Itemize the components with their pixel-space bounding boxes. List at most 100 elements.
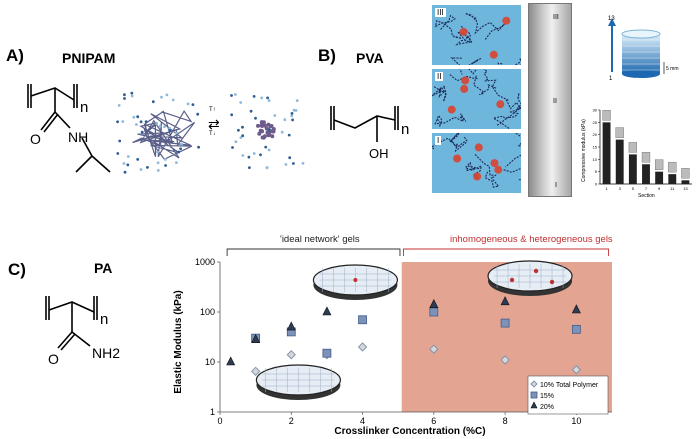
point-20pct bbox=[322, 306, 332, 316]
bracket-left-label: 'ideal network' gels bbox=[280, 234, 360, 245]
y-tick-label: 1000 bbox=[195, 257, 215, 267]
inset-ytick-label: 20 bbox=[593, 132, 598, 137]
inset-bar bbox=[655, 171, 664, 184]
t-up-label: T↑ bbox=[209, 107, 216, 113]
panel-c-title: PA bbox=[94, 260, 113, 276]
point-10pct bbox=[250, 366, 261, 376]
gel-box-i: I bbox=[425, 124, 543, 193]
pnipam-n: n bbox=[80, 99, 88, 116]
strip-label-i: I bbox=[555, 182, 557, 189]
inset-bar bbox=[681, 180, 690, 184]
gel-region-label-ii: II bbox=[435, 72, 444, 81]
y-tick-label: 10 bbox=[205, 357, 215, 367]
inset-xtick-label: 3 bbox=[619, 186, 622, 191]
pa-structure: n O NH2 bbox=[45, 296, 120, 367]
x-tick-label: 6 bbox=[431, 416, 436, 426]
strip-label-iii: III bbox=[553, 14, 559, 21]
inset-ytick-label: 25 bbox=[593, 120, 598, 125]
inset-xtick-label: 13 bbox=[683, 186, 688, 191]
inset-photo-thumb bbox=[681, 168, 690, 179]
point-15pct bbox=[571, 324, 581, 334]
point-20pct bbox=[429, 299, 439, 308]
gel-region-label-i: I bbox=[435, 136, 442, 145]
inset-xtick-label: 11 bbox=[670, 186, 675, 191]
point-20pct bbox=[500, 296, 510, 306]
inset-bar bbox=[615, 139, 624, 184]
point-15pct bbox=[530, 391, 538, 399]
cylinder-scale-label: 5 mm bbox=[666, 66, 679, 72]
gel-network-ii bbox=[431, 63, 536, 129]
inset-bar bbox=[628, 154, 637, 184]
inset-ytick-label: 15 bbox=[593, 145, 598, 150]
compressive-modulus-inset-chart: Compressive modulus (kPa) Section 302520… bbox=[578, 96, 696, 200]
pnipam-nh: NH bbox=[68, 129, 88, 145]
point-15pct bbox=[358, 315, 367, 325]
inset-photo-thumb bbox=[654, 159, 664, 170]
point-20pct bbox=[251, 333, 261, 343]
gel-disc-heterogeneous bbox=[487, 260, 573, 296]
pa-n: n bbox=[100, 311, 108, 328]
inset-photo-thumb bbox=[668, 161, 677, 173]
x-tick-label: 0 bbox=[217, 416, 222, 426]
pva-structure: n OH bbox=[330, 106, 409, 161]
pva-n: n bbox=[401, 121, 409, 138]
gel-box-ii: II bbox=[431, 63, 536, 129]
bracket-right-label: inhomogeneous & heterogeneous gels bbox=[450, 234, 613, 245]
x-tick-label: 10 bbox=[571, 416, 581, 426]
point-15pct bbox=[429, 307, 439, 317]
gel-disc-ideal-top bbox=[312, 264, 399, 300]
chart-xlabel: Crosslinker Concentration (%C) bbox=[334, 426, 485, 437]
y-tick-label: 100 bbox=[200, 307, 215, 317]
inset-photo-thumb bbox=[641, 152, 651, 163]
legend-entry: 20% bbox=[540, 404, 554, 411]
cylinder-top-label: 13 bbox=[608, 16, 615, 22]
pnipam-structure: n O NH bbox=[27, 84, 111, 173]
cylinder-bottom-label: 1 bbox=[609, 76, 613, 82]
bracket-left bbox=[226, 248, 401, 256]
inset-photo-thumb bbox=[628, 142, 638, 153]
gel-network-i bbox=[425, 124, 543, 188]
inset-bar bbox=[668, 174, 677, 184]
equilibrium-arrows-icon: ⇄ bbox=[208, 116, 220, 132]
panel-a-label: A) bbox=[6, 46, 24, 65]
point-20pct bbox=[286, 321, 296, 331]
inset-ylabel: Compressive modulus (kPa) bbox=[581, 119, 587, 182]
gel-disc-ideal-bottom bbox=[255, 364, 341, 400]
x-tick-label: 8 bbox=[503, 416, 508, 426]
bracket-right bbox=[403, 248, 609, 256]
strip-label-ii: II bbox=[553, 98, 557, 105]
pa-nh2: NH2 bbox=[92, 345, 120, 361]
pnipam-globule-collapsed bbox=[230, 93, 305, 170]
inset-xtick-label: 1 bbox=[605, 186, 608, 191]
pnipam-coil-swollen bbox=[116, 91, 200, 174]
gel-region-label-iii: III bbox=[435, 8, 446, 17]
inset-xtick-label: 9 bbox=[658, 186, 661, 191]
x-tick-label: 4 bbox=[360, 416, 365, 426]
point-10pct bbox=[429, 344, 439, 354]
point-10pct bbox=[286, 350, 296, 360]
inset-bar bbox=[602, 122, 611, 184]
pva-oh: OH bbox=[369, 146, 389, 161]
chart-ylabel: Elastic Modulus (kPa) bbox=[173, 290, 184, 393]
panel-a-title: PNIPAM bbox=[62, 50, 116, 66]
point-20pct bbox=[571, 304, 581, 314]
x-tick-label: 2 bbox=[289, 416, 294, 426]
point-15pct bbox=[500, 318, 510, 328]
inset-ytick-label: 10 bbox=[593, 157, 598, 162]
gradient-cylinder: 13 1 5 mm bbox=[608, 16, 679, 82]
inset-xtick-label: 5 bbox=[632, 186, 635, 191]
point-10pct bbox=[357, 342, 368, 352]
inset-ytick-label: 5 bbox=[595, 169, 598, 174]
point-10pct bbox=[530, 380, 538, 388]
legend-entry: 10% Total Polymer bbox=[540, 382, 599, 389]
gel-box-iii: III bbox=[432, 5, 530, 92]
inset-ytick-label: 0 bbox=[595, 182, 598, 187]
point-20pct bbox=[530, 401, 538, 409]
panel-b-label: B) bbox=[318, 46, 336, 65]
inset-photo-thumb bbox=[602, 110, 611, 121]
point-20pct bbox=[226, 356, 236, 366]
panel-b-title: PVA bbox=[356, 50, 384, 66]
inset-xlabel: Section bbox=[638, 193, 655, 199]
t-down-label: T↓ bbox=[209, 131, 216, 137]
